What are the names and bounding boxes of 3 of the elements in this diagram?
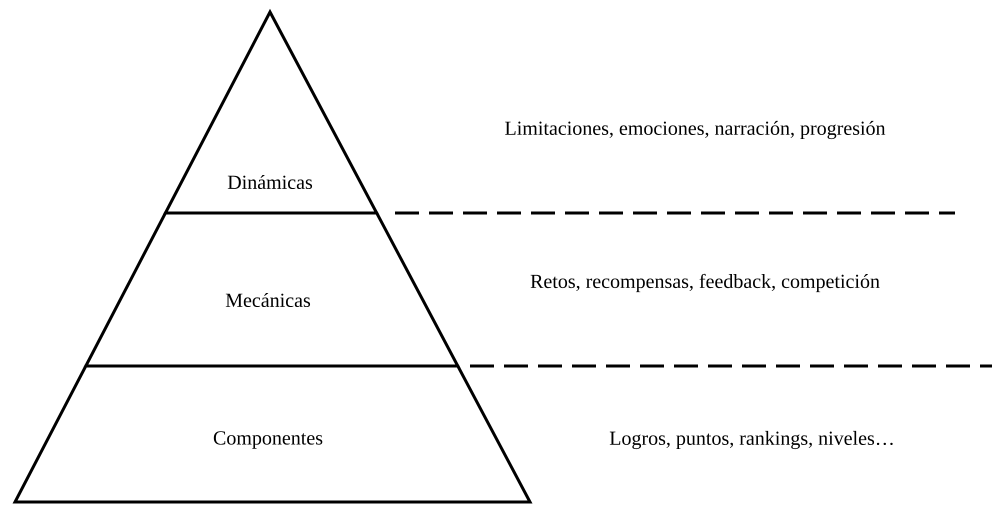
level-description: Retos, recompensas, feedback, competición bbox=[530, 274, 880, 292]
level-description: Limitaciones, emociones, narración, progresión bbox=[505, 120, 886, 140]
level-description: Logros, puntos, rankings, niveles… bbox=[610, 430, 893, 450]
